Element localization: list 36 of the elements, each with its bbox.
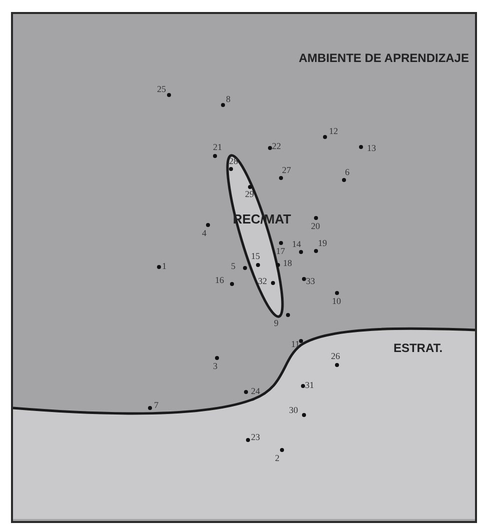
- point-number: 27: [282, 166, 291, 175]
- point-number: 23: [251, 433, 260, 442]
- point-number: 8: [226, 95, 230, 104]
- point-number: 9: [274, 319, 278, 328]
- point-number: 29: [245, 190, 254, 199]
- point-number: 11: [291, 340, 300, 349]
- point-number: 26: [331, 352, 340, 361]
- point-number: 15: [251, 252, 260, 261]
- point-number: 16: [215, 276, 224, 285]
- point-number: 33: [306, 277, 315, 286]
- point-number: 25: [157, 85, 166, 94]
- point-number: 19: [318, 239, 327, 248]
- region-background: [11, 12, 477, 523]
- point-number: 1: [162, 262, 166, 271]
- point-number: 32: [258, 277, 267, 286]
- region-heading: AMBIENTE DE APRENDIZAJE: [298, 52, 469, 64]
- point-number: 7: [154, 401, 158, 410]
- point-number: 21: [213, 143, 222, 152]
- region-label: ESTRAT.: [393, 342, 443, 354]
- point-number: 2: [275, 454, 280, 463]
- point-number: 31: [305, 381, 314, 390]
- point-number: 4: [202, 229, 206, 238]
- point-number: 13: [367, 144, 376, 153]
- point-number: 22: [272, 142, 281, 151]
- point-number: 14: [292, 240, 301, 249]
- point-number: 12: [329, 127, 338, 136]
- point-number: 20: [311, 222, 320, 231]
- point-number: 5: [231, 262, 236, 271]
- point-number: 30: [289, 406, 298, 415]
- point-number: 3: [213, 362, 218, 371]
- point-number: 10: [332, 297, 341, 306]
- point-number: 24: [251, 387, 260, 396]
- point-number: 28: [229, 157, 238, 166]
- point-number: 6: [345, 168, 350, 177]
- point-number: 18: [283, 259, 292, 268]
- point-number: 17: [276, 247, 285, 256]
